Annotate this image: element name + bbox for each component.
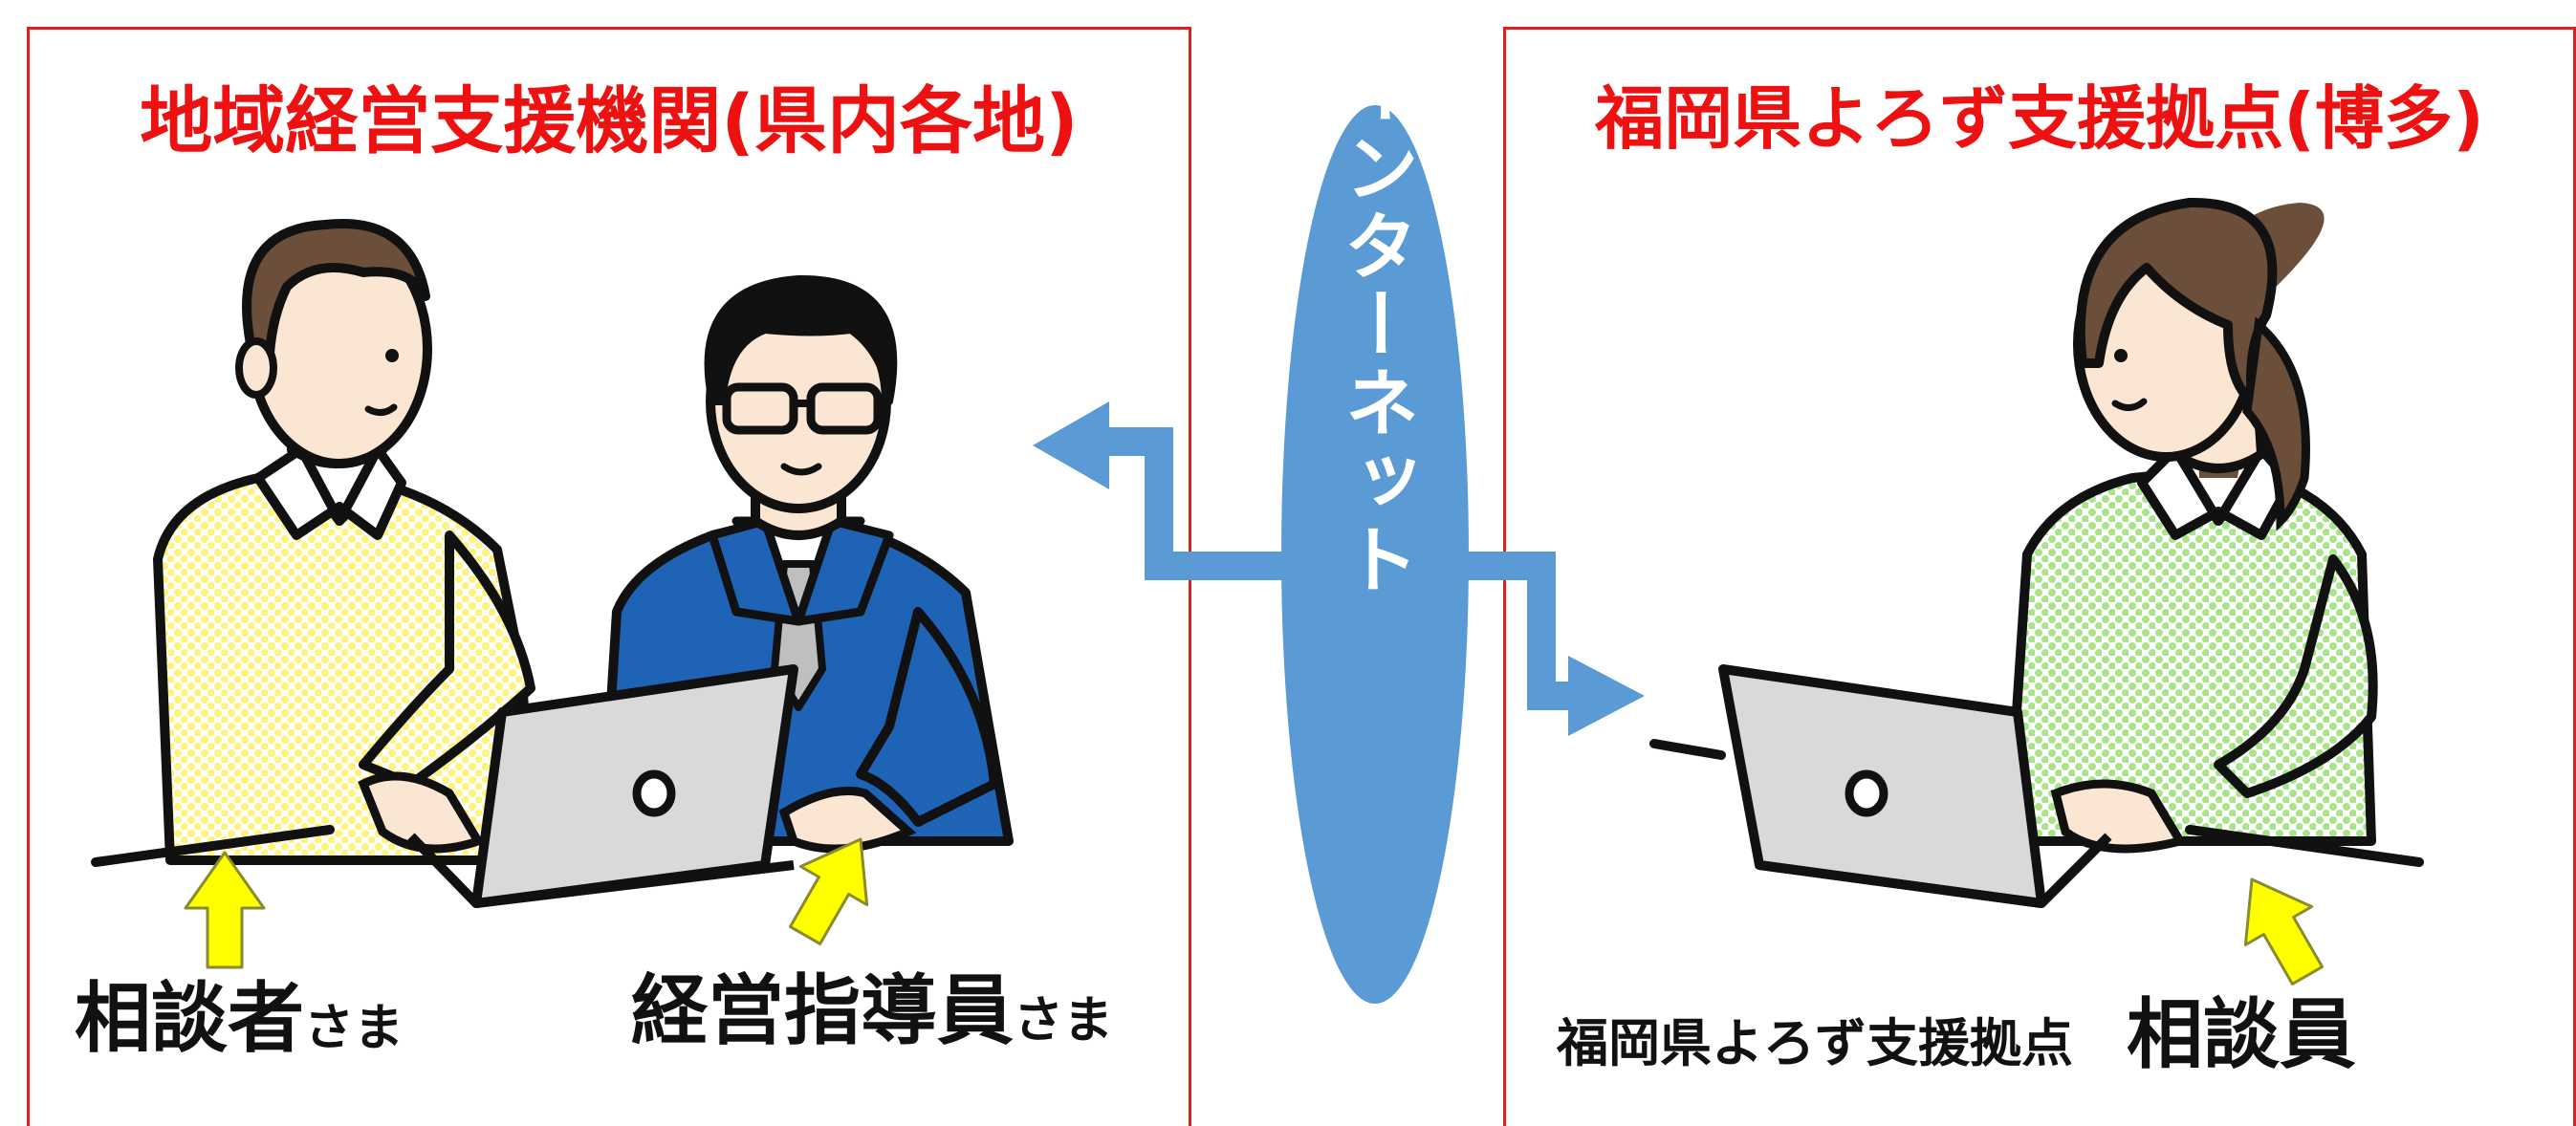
- right-connection-path: [1434, 552, 1578, 710]
- left-laptop-logo-icon: [632, 769, 676, 817]
- consultee-ear: [235, 337, 277, 399]
- consultant-org-label: 福岡県よろず支援拠点: [1557, 1013, 2073, 1073]
- consultant-pointer-arrow-icon: [2243, 877, 2325, 985]
- consultant-label: 福岡県よろず支援拠点相談員: [1557, 989, 2356, 1081]
- right-laptop-illustration: [1649, 664, 2424, 908]
- consultant-person-illustration: [2003, 197, 2378, 854]
- glasses-icon: [722, 382, 883, 435]
- right-desk-edge-short: [1649, 739, 1726, 760]
- consultee-collar: [253, 444, 406, 540]
- advisor-label-main: 経営指導員: [631, 966, 1014, 1055]
- consultee-label-suffix: さま: [304, 1000, 404, 1057]
- internet-ellipse: [1281, 105, 1469, 1004]
- consultant-eye: [2114, 349, 2128, 362]
- advisor-hair: [704, 274, 898, 405]
- advisor-arm: [856, 607, 999, 827]
- advisor-lapel-right: [794, 516, 894, 626]
- right-laptop-base: [1758, 833, 2112, 908]
- consultee-hand: [358, 771, 485, 854]
- advisor-label-suffix: さま: [1014, 992, 1114, 1050]
- consultee-eye: [385, 349, 399, 362]
- consultant-mouth: [2111, 398, 2148, 411]
- consultee-label: 相談者さま: [75, 973, 404, 1065]
- left-desk-edge: [91, 825, 335, 867]
- right-desk-edge: [2185, 825, 2424, 867]
- advisor-hand: [778, 787, 917, 854]
- consultee-mouth: [364, 403, 398, 416]
- advisor-mouth: [780, 463, 822, 476]
- right-panel-title: 福岡県よろず支援拠点(博多): [1595, 78, 2484, 159]
- consultee-pointer-arrow-icon: [184, 851, 266, 969]
- consultee-hair: [242, 219, 430, 358]
- consultee-person-illustration: [153, 219, 540, 865]
- consultant-hand: [2050, 779, 2187, 854]
- right-arrow-head: [1568, 656, 1645, 736]
- consultant-role-label: 相談員: [2127, 990, 2356, 1079]
- internet-label: インターネット: [1332, 51, 1418, 599]
- consultant-arm: [2214, 554, 2378, 798]
- right-panel: 福岡県よろず支援拠点(博多): [1503, 27, 2576, 1126]
- left-arrow-head: [1033, 401, 1109, 489]
- consultee-arm: [359, 531, 535, 789]
- consultant-ponytail: [2242, 316, 2310, 531]
- right-laptop-logo-icon: [1845, 769, 1888, 817]
- advisor-pointer-arrow-icon: [788, 837, 869, 945]
- pointer-arrows: [184, 837, 2325, 985]
- advisor-label: 経営指導員さま: [631, 965, 1113, 1057]
- left-laptop-base: [407, 833, 795, 908]
- left-laptop-illustration: [91, 664, 798, 908]
- consultee-label-main: 相談者: [75, 974, 304, 1063]
- left-panel-title: 地域経営支援機関(県内各地): [140, 78, 1079, 163]
